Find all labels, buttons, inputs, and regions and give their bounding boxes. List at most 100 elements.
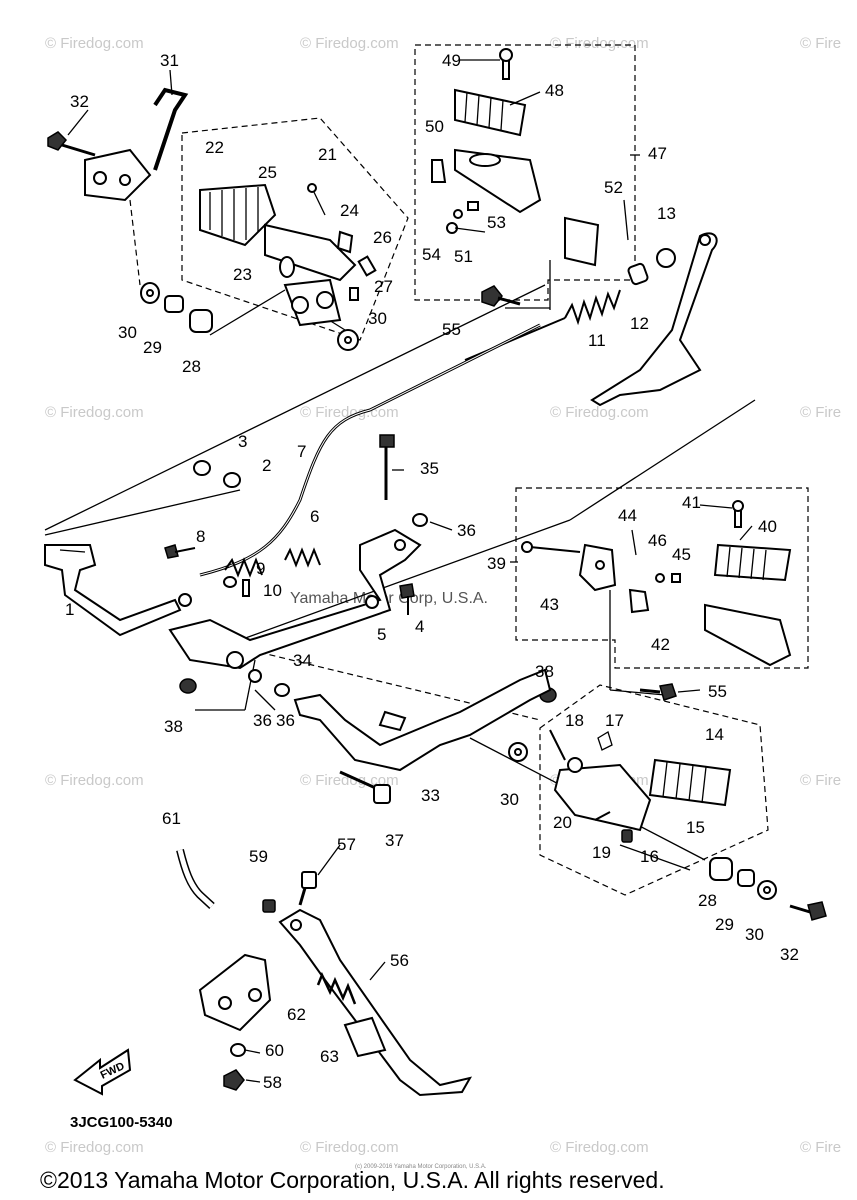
callout-52: 52	[604, 178, 623, 197]
watermark: © Firedog.com	[550, 404, 649, 421]
callout-31: 31	[160, 51, 179, 70]
callout-32-lower: 32	[780, 945, 799, 964]
callout-7: 7	[297, 442, 306, 461]
callout-53: 53	[487, 213, 506, 232]
callout-43: 43	[540, 595, 559, 614]
center-watermark: Yamaha Motor Corp, U.S.A.	[290, 590, 488, 607]
callout-8: 8	[196, 527, 205, 546]
callout-19: 19	[592, 843, 611, 862]
copyright-notice: ©2013 Yamaha Motor Corporation, U.S.A. A…	[40, 1167, 665, 1193]
callout-60: 60	[265, 1041, 284, 1060]
side-stand-56	[278, 908, 473, 1097]
callout-39: 39	[487, 554, 506, 573]
watermark-layer: © Firedog.com © Firedog.com © Firedog.co…	[45, 35, 841, 1156]
callout-48: 48	[545, 81, 564, 100]
callout-9: 9	[256, 559, 265, 578]
callout-10: 10	[263, 581, 282, 600]
callout-27: 27	[374, 277, 393, 296]
tiny-notice: (c) 2009-2016 Yamaha Motor Corporation, …	[355, 1164, 487, 1170]
small-parts-left	[164, 460, 557, 703]
callout-28-right: 28	[698, 891, 717, 910]
frame-33	[293, 668, 552, 772]
callout-36-a: 36	[457, 521, 476, 540]
footrest-14	[549, 729, 732, 843]
callout-54: 54	[422, 245, 441, 264]
adjuster-35	[379, 434, 395, 500]
callout-55-upper: 55	[442, 320, 461, 339]
callout-20: 20	[553, 813, 572, 832]
callout-21: 21	[318, 145, 337, 164]
assembly-boxes	[181, 44, 809, 896]
watermark: © Firedog.com	[45, 35, 144, 52]
callout-17: 17	[605, 711, 624, 730]
callout-6: 6	[310, 507, 319, 526]
callout-30-a: 30	[118, 323, 137, 342]
callout-labels: 1 2 3 4 5 6 7 8 9 10 11 12 13 14 15 16 1…	[65, 51, 799, 1092]
callout-37: 37	[385, 831, 404, 850]
callout-30-c: 30	[500, 790, 519, 809]
callout-26: 26	[373, 228, 392, 247]
callout-16: 16	[640, 847, 659, 866]
callout-33: 33	[421, 786, 440, 805]
watermark: © Firedog.com	[300, 35, 399, 52]
callout-22: 22	[205, 138, 224, 157]
watermark: © Firedog.com	[300, 1139, 399, 1156]
spring-62	[316, 971, 357, 1005]
callout-63: 63	[320, 1047, 339, 1066]
callout-46: 46	[648, 531, 667, 550]
callout-35: 35	[420, 459, 439, 478]
assembly-box-47	[414, 44, 636, 301]
callout-3: 3	[238, 432, 247, 451]
washer-30-right	[508, 742, 528, 762]
watermark: © Firedog.com	[45, 1139, 144, 1156]
stand-bracket	[198, 953, 272, 1091]
callout-28-left: 28	[182, 357, 201, 376]
callout-62: 62	[287, 1005, 306, 1024]
callout-41: 41	[682, 493, 701, 512]
callout-4: 4	[415, 617, 424, 636]
diagram-code: 3JCG100-5340	[70, 1114, 173, 1131]
callout-14: 14	[705, 725, 724, 744]
fasteners-57-59	[262, 871, 317, 913]
callout-30-b: 30	[368, 309, 387, 328]
bushings-right	[709, 857, 827, 921]
fwd-arrow: FWD	[73, 1048, 132, 1096]
callout-15: 15	[686, 818, 705, 837]
bolt-37	[339, 770, 391, 804]
bushings-left	[140, 282, 359, 351]
callout-2: 2	[262, 456, 271, 475]
callout-40: 40	[758, 517, 777, 536]
brake-pedal-1	[44, 544, 182, 637]
watermark: © Fire	[800, 35, 841, 52]
callout-44: 44	[618, 506, 637, 525]
watermark: © Fire	[800, 772, 841, 789]
callout-25: 25	[258, 163, 277, 182]
callout-61: 61	[162, 809, 181, 828]
callout-30-d: 30	[745, 925, 764, 944]
bolt-32-upper	[47, 131, 96, 157]
watermark: © Firedog.com	[45, 772, 144, 789]
callout-49: 49	[442, 51, 461, 70]
callout-23: 23	[233, 265, 252, 284]
callout-45: 45	[672, 545, 691, 564]
spring-rod-11	[464, 248, 676, 361]
callout-56: 56	[390, 951, 409, 970]
callout-57: 57	[337, 835, 356, 854]
callout-55-lower: 55	[708, 682, 727, 701]
callout-29-right: 29	[715, 915, 734, 934]
bracket-31	[84, 87, 189, 202]
frame-34	[168, 528, 422, 670]
callout-38-left: 38	[164, 717, 183, 736]
callout-42: 42	[651, 635, 670, 654]
springs-6-9	[224, 547, 321, 578]
callout-5: 5	[377, 625, 386, 644]
assembly-box-14	[539, 684, 769, 896]
callout-12: 12	[630, 314, 649, 333]
brake-cable-7	[199, 323, 541, 577]
callout-11: 11	[588, 331, 606, 350]
assembly-box-21	[181, 117, 409, 341]
callout-58: 58	[263, 1073, 282, 1092]
watermark: © Fire	[800, 1139, 841, 1156]
callout-38-right: 38	[535, 662, 554, 681]
